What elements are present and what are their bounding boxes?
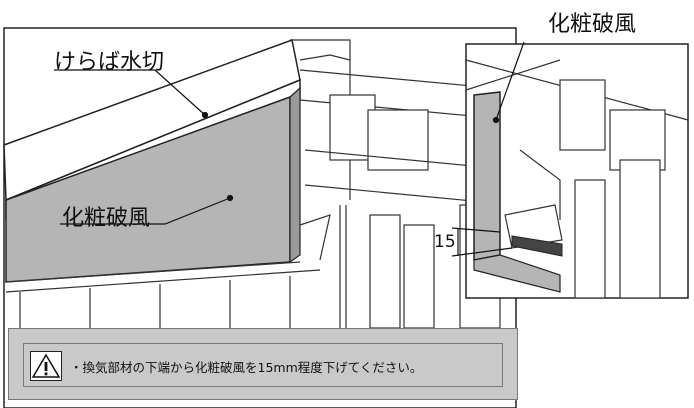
kerabamizukiri-label: けらば水切 <box>54 50 165 75</box>
caution-note-inner: ・換気部材の下端から化粧破風を15mm程度下げてください。 <box>23 343 503 387</box>
caution-note-text: ・換気部材の下端から化粧破風を15mm程度下げてください。 <box>70 360 423 375</box>
kesho-hafu-detail-label: 化粧破風 <box>548 12 637 37</box>
detail-vent-grille <box>511 235 563 257</box>
leader-lines <box>54 69 234 225</box>
detail-fascia-bottom <box>473 254 561 293</box>
kesho-hafu-label: 化粧破風 <box>62 206 151 231</box>
detail-leader <box>492 41 525 124</box>
dimension-marker <box>451 227 513 257</box>
caution-note: ・換気部材の下端から化粧破風を15mm程度下げてください。 <box>8 328 518 400</box>
warning-icon <box>30 351 62 381</box>
eave-lines <box>5 214 331 328</box>
detail-structure <box>465 59 689 299</box>
dimension-label: 15 <box>434 232 456 252</box>
kesho-hafu-side <box>289 86 301 264</box>
